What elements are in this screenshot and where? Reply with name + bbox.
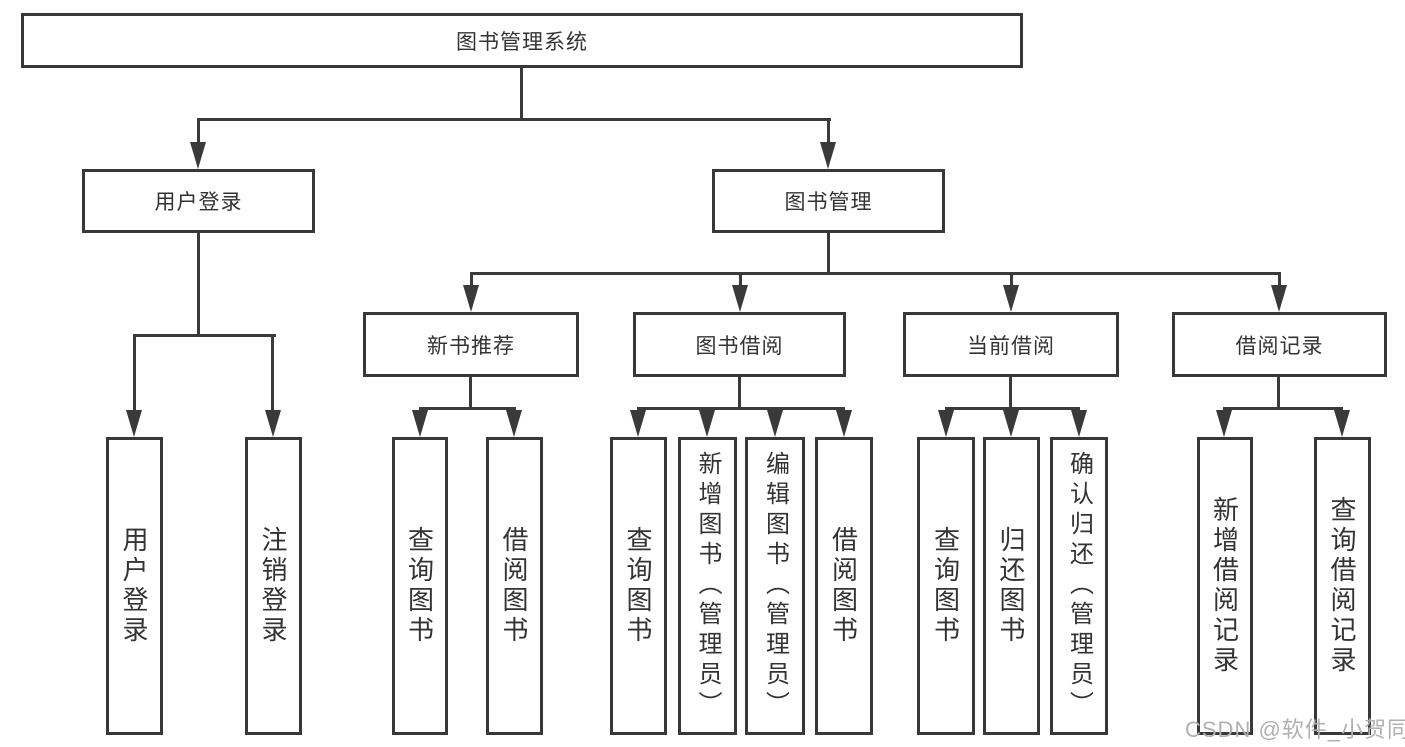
connector-line bbox=[1278, 272, 1281, 288]
node-book-borrowing: 图书借阅 bbox=[633, 312, 846, 377]
leaf-query-books-current: 查询图书 bbox=[917, 437, 975, 735]
node-user-login: 用户登录 bbox=[82, 169, 315, 233]
connector-line bbox=[419, 407, 516, 410]
connector-line bbox=[637, 407, 845, 410]
connector-line bbox=[738, 377, 741, 408]
node-label: 图书借阅 bbox=[695, 334, 784, 358]
node-label: 用户登录 bbox=[119, 526, 149, 646]
node-label: 用户登录 bbox=[154, 191, 243, 214]
node-label: 新书推荐 bbox=[427, 334, 515, 358]
arrowhead-down-icon bbox=[190, 142, 206, 169]
leaf-add-book-admin: 新增图书（管理员） bbox=[678, 437, 737, 735]
node-label: 编辑图书（管理员） bbox=[761, 451, 789, 721]
node-label: 注销登录 bbox=[258, 526, 288, 646]
connector-line bbox=[133, 334, 276, 337]
leaf-return-books: 归还图书 bbox=[983, 437, 1040, 735]
leaf-borrow-books-recommend: 借阅图书 bbox=[486, 437, 543, 735]
connector-line bbox=[470, 272, 1280, 275]
node-label: 借阅图书 bbox=[499, 526, 529, 646]
arrowhead-down-icon bbox=[1003, 410, 1019, 437]
node-borrowing-records: 借阅记录 bbox=[1172, 312, 1387, 377]
node-label: 图书管理系统 bbox=[456, 30, 588, 54]
node-label: 查询借阅记录 bbox=[1327, 496, 1357, 676]
connector-line bbox=[827, 233, 830, 275]
arrowhead-down-icon bbox=[938, 410, 954, 437]
node-label: 查询图书 bbox=[930, 526, 961, 646]
connector-line bbox=[197, 233, 200, 337]
arrowhead-down-icon bbox=[836, 410, 852, 437]
connector-line bbox=[520, 68, 523, 118]
connector-line bbox=[271, 334, 274, 413]
arrowhead-down-icon bbox=[126, 410, 142, 437]
arrowhead-down-icon bbox=[1071, 410, 1087, 437]
arrowhead-down-icon bbox=[699, 410, 715, 437]
leaf-add-borrow-record: 新增借阅记录 bbox=[1197, 437, 1253, 735]
node-label: 确认归还（管理员） bbox=[1065, 451, 1093, 721]
arrowhead-down-icon bbox=[630, 410, 646, 437]
leaf-edit-book-admin: 编辑图书（管理员） bbox=[745, 437, 805, 735]
csdn-watermark: CSDN @软件_小贺同学 bbox=[1185, 717, 1405, 742]
leaf-query-books-recommend: 查询图书 bbox=[392, 437, 448, 735]
arrowhead-down-icon bbox=[1216, 410, 1232, 437]
node-label: 图书管理 bbox=[784, 191, 873, 214]
connector-line bbox=[470, 272, 473, 288]
leaf-query-books-borrowing: 查询图书 bbox=[610, 437, 667, 735]
arrowhead-down-icon bbox=[463, 285, 479, 312]
connector-line bbox=[739, 272, 742, 288]
node-label: 新增图书（管理员） bbox=[694, 451, 721, 721]
node-current-borrowing: 当前借阅 bbox=[903, 312, 1119, 377]
node-label: 借阅记录 bbox=[1235, 334, 1324, 358]
arrowhead-down-icon bbox=[265, 410, 281, 437]
connector-line bbox=[1223, 407, 1343, 410]
node-label: 借阅图书 bbox=[828, 526, 859, 646]
arrowhead-down-icon bbox=[1334, 410, 1350, 437]
arrowhead-down-icon bbox=[767, 410, 783, 437]
connector-line bbox=[827, 118, 830, 144]
node-new-book-recommendation: 新书推荐 bbox=[363, 312, 579, 377]
connector-line bbox=[469, 377, 472, 408]
node-label: 查询图书 bbox=[404, 526, 435, 646]
node-book-management: 图书管理 bbox=[712, 169, 945, 233]
connector-line bbox=[1010, 272, 1013, 288]
connector-line bbox=[1277, 377, 1280, 408]
connector-line bbox=[1009, 377, 1012, 408]
leaf-user-login: 用户登录 bbox=[106, 437, 163, 735]
node-label: 查询图书 bbox=[623, 526, 653, 646]
connector-line bbox=[197, 118, 831, 121]
arrowhead-down-icon bbox=[506, 410, 522, 437]
node-label: 当前借阅 bbox=[967, 334, 1055, 358]
leaf-logout: 注销登录 bbox=[245, 437, 302, 735]
leaf-borrow-books-borrowing: 借阅图书 bbox=[815, 437, 873, 735]
leaf-query-borrow-record: 查询借阅记录 bbox=[1314, 437, 1371, 735]
node-label: 归还图书 bbox=[996, 526, 1026, 646]
arrowhead-down-icon bbox=[1003, 285, 1019, 312]
arrowhead-down-icon bbox=[1271, 285, 1287, 312]
connector-line bbox=[133, 334, 136, 413]
arrowhead-down-icon bbox=[732, 285, 748, 312]
node-label: 新增借阅记录 bbox=[1209, 496, 1240, 676]
connector-line bbox=[945, 407, 1080, 410]
connector-line bbox=[197, 118, 200, 144]
arrowhead-down-icon bbox=[412, 410, 428, 437]
leaf-confirm-return-admin: 确认归还（管理员） bbox=[1050, 437, 1108, 735]
arrowhead-down-icon bbox=[820, 142, 836, 169]
node-library-management-system: 图书管理系统 bbox=[21, 13, 1023, 68]
